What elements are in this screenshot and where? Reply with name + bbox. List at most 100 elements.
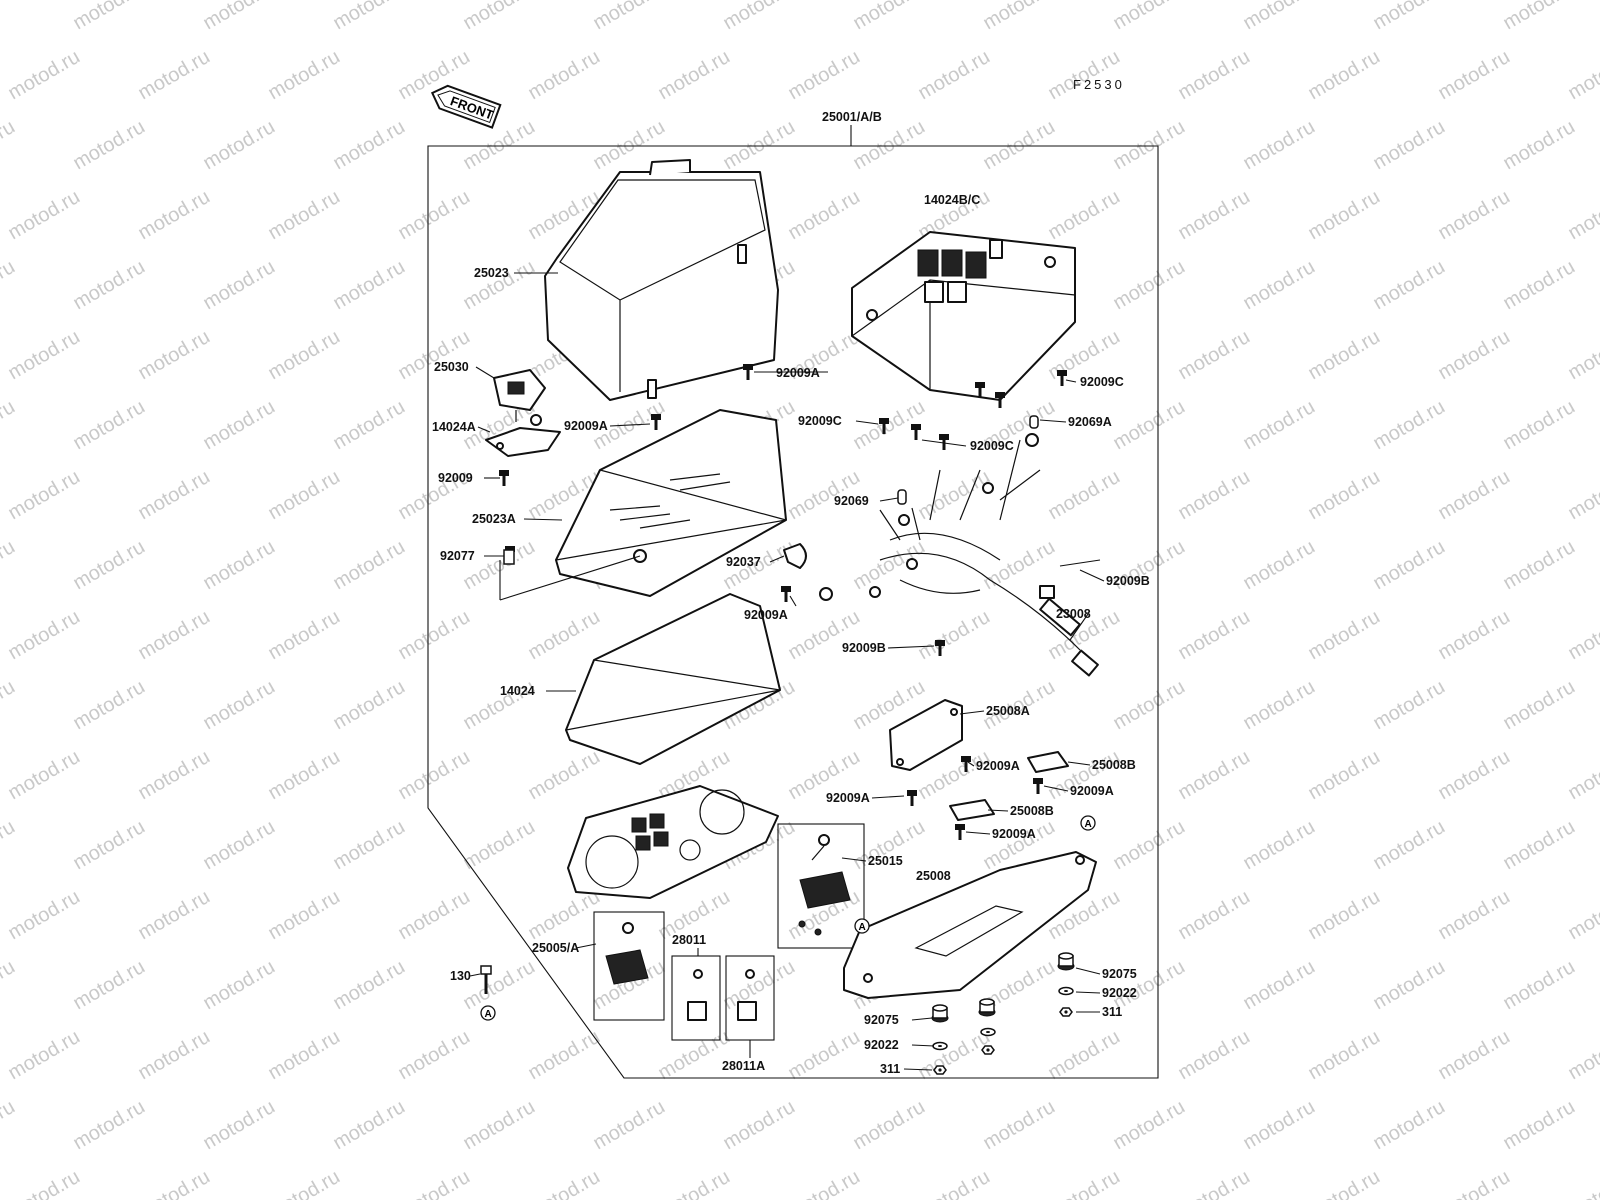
watermark-text: motod.ru bbox=[199, 396, 278, 455]
watermark-text: motod.ru bbox=[1304, 46, 1383, 105]
watermark-text: motod.ru bbox=[329, 676, 408, 735]
watermark-text: motod.ru bbox=[459, 116, 538, 175]
watermark-text: motod.ru bbox=[1499, 956, 1578, 1015]
watermark-text: motod.ru bbox=[914, 46, 993, 105]
watermark-text: motod.ru bbox=[1369, 1096, 1448, 1155]
bolt-icon bbox=[955, 824, 965, 840]
watermark-text: motod.ru bbox=[0, 0, 19, 34]
watermark-text: motod.ru bbox=[654, 1026, 733, 1085]
part-label-23008: 23008 bbox=[1056, 607, 1091, 621]
part-label-311-1: 311 bbox=[1102, 1005, 1122, 1019]
watermark-text: motod.ru bbox=[1499, 256, 1578, 315]
watermark-text: motod.ru bbox=[1564, 186, 1600, 245]
watermark-text: motod.ru bbox=[394, 606, 473, 665]
leader-line bbox=[1065, 379, 1077, 383]
watermark-text: motod.ru bbox=[1109, 816, 1188, 875]
watermark-text: motod.ru bbox=[199, 536, 278, 595]
grommet-icon bbox=[978, 998, 996, 1017]
watermark-text: motod.ru bbox=[0, 816, 19, 875]
watermark-text: motod.ru bbox=[264, 606, 343, 665]
nut-icon bbox=[933, 1065, 947, 1075]
watermark-text: motod.ru bbox=[1499, 0, 1578, 34]
leader-line bbox=[1043, 785, 1069, 792]
watermark-text: motod.ru bbox=[199, 816, 278, 875]
watermark-text: motod.ru bbox=[329, 536, 408, 595]
part-label-92009C-2: 92009C bbox=[1080, 375, 1124, 389]
bolt-icon bbox=[781, 586, 791, 602]
dial-panel bbox=[567, 785, 779, 899]
leader-line bbox=[769, 555, 785, 563]
watermark-text: motod.ru bbox=[4, 46, 83, 105]
washer-icon bbox=[932, 1041, 948, 1051]
watermark-text: motod.ru bbox=[1564, 1166, 1600, 1200]
meter-housing-box bbox=[851, 231, 1076, 401]
part-label-28011: 28011 bbox=[672, 933, 706, 947]
part-label-92009B-1: 92009B bbox=[1106, 574, 1150, 588]
leader-line bbox=[959, 710, 985, 715]
grommet-icon bbox=[1057, 952, 1075, 971]
part-label-92009A-7: 92009A bbox=[992, 827, 1036, 841]
indicator-switch bbox=[493, 369, 546, 422]
part-label-92077: 92077 bbox=[440, 549, 475, 563]
watermark-text: motod.ru bbox=[264, 1026, 343, 1085]
watermark-text: motod.ru bbox=[849, 116, 928, 175]
part-label-311-2: 311 bbox=[880, 1062, 900, 1076]
watermark-text: motod.ru bbox=[1174, 466, 1253, 525]
leader-line bbox=[477, 426, 491, 433]
leader-line bbox=[499, 555, 641, 601]
watermark-text: motod.ru bbox=[394, 1166, 473, 1200]
leader-line bbox=[609, 423, 651, 427]
watermark-text: motod.ru bbox=[4, 606, 83, 665]
watermark-text: motod.ru bbox=[1239, 536, 1318, 595]
watermark-text: motod.ru bbox=[199, 0, 278, 34]
leader-lines bbox=[469, 272, 1105, 1071]
cap-92069-icon bbox=[897, 489, 907, 505]
watermark-text: motod.ru bbox=[524, 46, 603, 105]
watermark-text: motod.ru bbox=[1044, 466, 1123, 525]
watermark-text: motod.ru bbox=[0, 1096, 19, 1155]
watermark-text: motod.ru bbox=[1434, 466, 1513, 525]
watermark-text: motod.ru bbox=[1304, 326, 1383, 385]
watermark-text: motod.ru bbox=[134, 606, 213, 665]
part-label-92009A-5: 92009A bbox=[826, 791, 870, 805]
watermark-text: motod.ru bbox=[69, 1096, 148, 1155]
watermark-text: motod.ru bbox=[69, 956, 148, 1015]
leader-line bbox=[1067, 761, 1091, 766]
watermark-text: motod.ru bbox=[1564, 466, 1600, 525]
watermark-text: motod.ru bbox=[784, 606, 863, 665]
watermark-text: motod.ru bbox=[134, 46, 213, 105]
watermark-text: motod.ru bbox=[264, 466, 343, 525]
watermark-text: motod.ru bbox=[784, 1026, 863, 1085]
watermark-text: motod.ru bbox=[589, 0, 668, 34]
assembly-boundary bbox=[427, 145, 1159, 1079]
part-label-92022-2: 92022 bbox=[864, 1038, 899, 1052]
part-label-92009A-2: 92009A bbox=[564, 419, 608, 433]
watermark-text: motod.ru bbox=[4, 746, 83, 805]
watermark-text: motod.ru bbox=[134, 1166, 213, 1200]
watermark-text: motod.ru bbox=[264, 1166, 343, 1200]
watermark-text: motod.ru bbox=[69, 816, 148, 875]
watermark-text: motod.ru bbox=[199, 256, 278, 315]
watermark-text: motod.ru bbox=[914, 1166, 993, 1200]
cap-92069A-icon bbox=[1029, 415, 1039, 429]
watermark-text: motod.ru bbox=[784, 1166, 863, 1200]
watermark-text: motod.ru bbox=[459, 1096, 538, 1155]
watermark-text: motod.ru bbox=[1239, 1096, 1318, 1155]
leader-line bbox=[911, 1017, 933, 1021]
bolt-icon bbox=[879, 418, 889, 434]
watermark-text: motod.ru bbox=[69, 396, 148, 455]
watermark-text: motod.ru bbox=[329, 396, 408, 455]
watermark-text: motod.ru bbox=[1109, 256, 1188, 315]
reference-marker-label: A bbox=[485, 1009, 492, 1020]
watermark-text: motod.ru bbox=[654, 46, 733, 105]
watermark-text: motod.ru bbox=[1369, 116, 1448, 175]
bolt-icon bbox=[1057, 370, 1067, 386]
watermark-text: motod.ru bbox=[459, 816, 538, 875]
watermark-text: motod.ru bbox=[1304, 746, 1383, 805]
washer-icon bbox=[980, 1027, 996, 1037]
leader-line bbox=[879, 497, 899, 502]
watermark-text: motod.ru bbox=[199, 956, 278, 1015]
watermark-text: motod.ru bbox=[1239, 116, 1318, 175]
